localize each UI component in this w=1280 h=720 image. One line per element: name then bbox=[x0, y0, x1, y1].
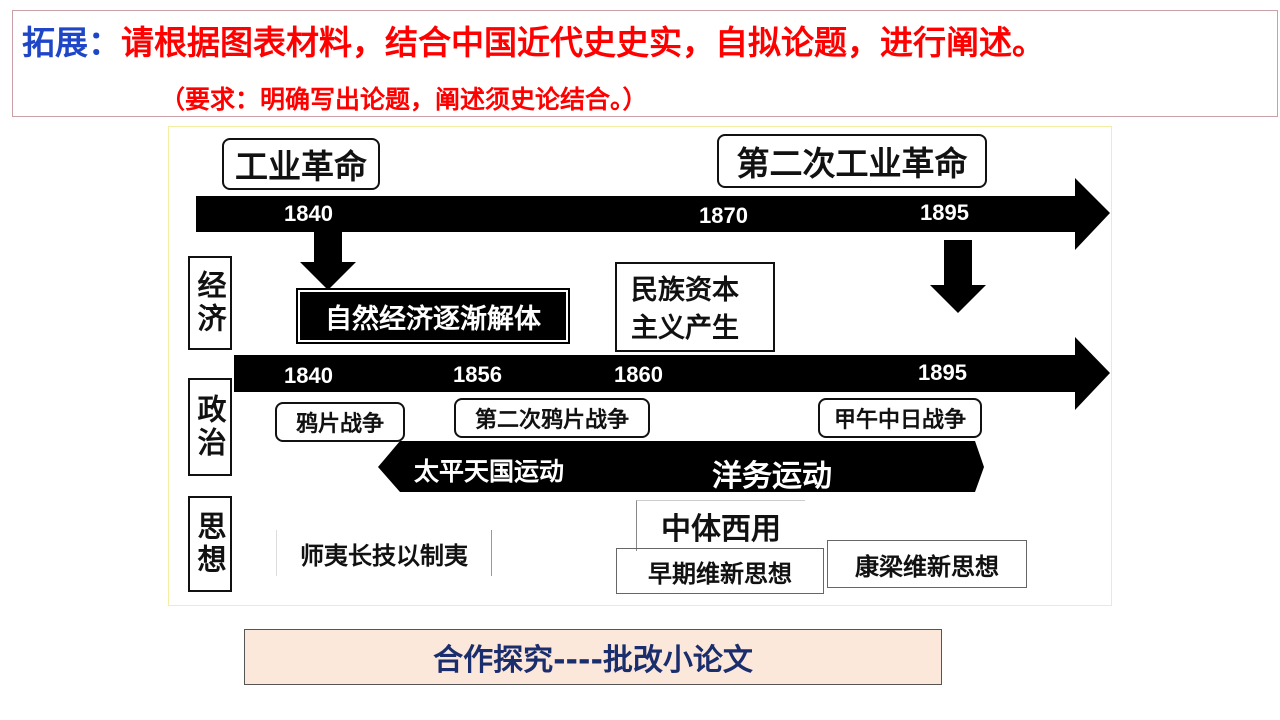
side-label-politics: 政治 bbox=[188, 378, 232, 476]
middle-timeline-arrow bbox=[234, 337, 1110, 410]
side-label-economy: 经济 bbox=[188, 256, 232, 350]
down-arrow-1840 bbox=[300, 232, 356, 290]
top-year-1840: 1840 bbox=[284, 201, 333, 226]
second-industrial-revolution-label: 第二次工业革命 bbox=[717, 134, 987, 188]
national-capitalism-line2: 主义产生 bbox=[631, 313, 739, 344]
task-prefix: 拓展： bbox=[22, 23, 121, 62]
movement-banner bbox=[378, 441, 984, 492]
thought-label-text: 思想 bbox=[193, 511, 227, 577]
national-capitalism-box: 民族资本 主义产生 bbox=[615, 262, 775, 352]
mid-year-1856: 1856 bbox=[453, 362, 502, 387]
second-opium-war-label: 第二次鸦片战争 bbox=[454, 398, 650, 438]
kang-liang-reform-thought: 康梁维新思想 bbox=[827, 540, 1027, 588]
cooperative-inquiry-banner: 合作探究----批改小论文 bbox=[244, 629, 942, 685]
natural-economy-disintegration: 自然经济逐渐解体 bbox=[296, 288, 570, 344]
down-arrow-1895 bbox=[930, 240, 986, 313]
task-title: 拓展：请根据图表材料，结合中国近代史史实，自拟论题，进行阐述。 bbox=[22, 16, 1045, 64]
learn-from-west-thought: 师夷长技以制夷 bbox=[276, 530, 492, 576]
top-timeline-arrow bbox=[196, 178, 1110, 250]
mid-year-1895: 1895 bbox=[918, 360, 967, 385]
side-label-thought: 思想 bbox=[188, 496, 232, 592]
politics-label-text: 政治 bbox=[193, 394, 227, 460]
sino-japanese-war-label: 甲午中日战争 bbox=[818, 398, 982, 438]
top-year-1895: 1895 bbox=[920, 200, 969, 225]
early-reform-thought: 早期维新思想 bbox=[616, 548, 824, 594]
header-box bbox=[12, 10, 1278, 117]
top-year-1870: 1870 bbox=[699, 203, 748, 228]
task-requirement: （要求：明确写出论题，阐述须史论结合。） bbox=[160, 85, 648, 114]
mid-year-1840: 1840 bbox=[284, 363, 333, 388]
economy-label-text: 经济 bbox=[193, 270, 227, 336]
taiping-movement-label: 太平天国运动 bbox=[414, 457, 565, 486]
national-capitalism-line1: 民族资本 bbox=[631, 275, 739, 306]
mid-year-1860: 1860 bbox=[614, 362, 663, 387]
zhongti-xiyong-thought: 中体西用 bbox=[636, 500, 805, 551]
task-text: 请根据图表材料，结合中国近代史史实，自拟论题，进行阐述。 bbox=[121, 23, 1045, 62]
opium-war-label: 鸦片战争 bbox=[275, 402, 405, 442]
industrial-revolution-label: 工业革命 bbox=[222, 138, 380, 190]
self-strengthening-movement-label: 洋务运动 bbox=[712, 459, 832, 494]
